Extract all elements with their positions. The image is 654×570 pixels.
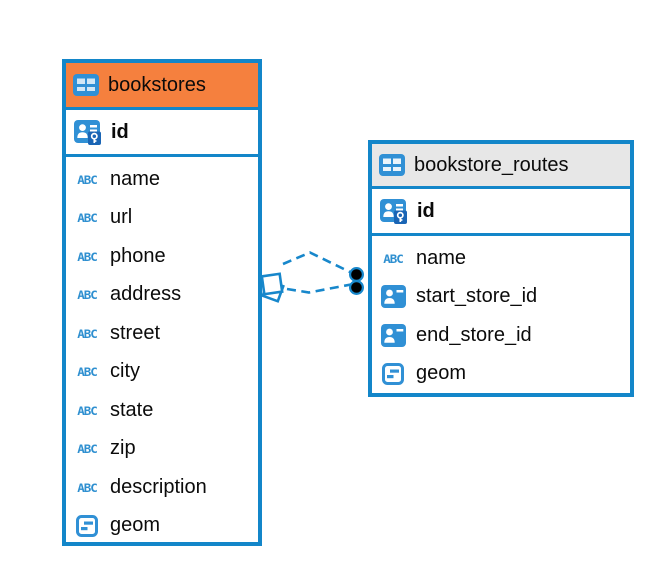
reference-type-icon	[378, 323, 408, 347]
column-row[interactable]: geom	[66, 507, 258, 546]
pk-row[interactable]: id	[372, 189, 630, 236]
text-type-icon: ABC	[77, 364, 98, 379]
endpoint-dot-upper	[349, 267, 365, 283]
column-row[interactable]: ABC description	[66, 468, 258, 507]
column-label: address	[110, 283, 182, 306]
table-icon	[73, 74, 99, 96]
column-row[interactable]: ABC name	[66, 160, 258, 199]
column-row[interactable]: ABC zip	[66, 430, 258, 469]
table-icon	[379, 154, 405, 176]
table-bookstores[interactable]: bookstores id ABC na	[62, 59, 262, 546]
column-row[interactable]: ABC phone	[66, 237, 258, 276]
table-bookstores-header[interactable]: bookstores	[66, 63, 258, 110]
column-label: name	[110, 167, 161, 190]
relationship-endpoint-dots[interactable]	[349, 267, 365, 296]
column-label: zip	[110, 437, 136, 460]
columns-list: ABC name ABC url ABC phone ABC address A…	[66, 157, 258, 545]
text-type-icon: ABC	[77, 210, 98, 225]
text-type-icon: ABC	[77, 480, 98, 495]
relationship-line-upper	[282, 251, 353, 275]
endpoint-dot-lower	[349, 280, 365, 296]
column-row[interactable]: start_store_id	[372, 278, 630, 317]
primary-key-icon	[72, 119, 102, 145]
table-bookstore-routes-header[interactable]: bookstore_routes	[372, 144, 630, 189]
column-row[interactable]: ABC address	[66, 276, 258, 315]
relationship-source-marker[interactable]	[260, 272, 285, 303]
reference-type-icon	[378, 285, 408, 309]
column-label: start_store_id	[416, 285, 538, 308]
text-type-icon: ABC	[383, 251, 404, 266]
relationship-line-lower	[286, 283, 352, 294]
column-label: geom	[416, 362, 467, 385]
table-bookstore-routes[interactable]: bookstore_routes id ABC	[368, 140, 634, 397]
column-label: url	[110, 206, 133, 229]
primary-key-icon	[378, 198, 408, 224]
text-type-icon: ABC	[77, 403, 98, 418]
column-label: city	[110, 360, 140, 383]
text-type-icon: ABC	[77, 172, 98, 187]
column-label: description	[110, 475, 207, 498]
column-row[interactable]: ABC state	[66, 391, 258, 430]
text-type-icon: ABC	[77, 326, 98, 341]
table-title: bookstore_routes	[414, 153, 569, 176]
column-label: geom	[110, 514, 161, 537]
text-type-icon: ABC	[77, 249, 98, 264]
geometry-type-icon	[72, 514, 102, 537]
pk-label: id	[111, 120, 129, 143]
column-row[interactable]: ABC name	[372, 239, 630, 278]
pk-label: id	[417, 199, 435, 222]
text-type-icon: ABC	[77, 441, 98, 456]
column-label: street	[110, 321, 161, 344]
text-type-icon: ABC	[77, 287, 98, 302]
column-label: phone	[110, 244, 166, 267]
column-label: state	[110, 398, 154, 421]
columns-list: ABC name start_store_id	[372, 236, 630, 396]
column-row[interactable]: ABC city	[66, 353, 258, 392]
column-row[interactable]: ABC street	[66, 314, 258, 353]
column-label: end_store_id	[416, 323, 532, 346]
geometry-type-icon	[378, 362, 408, 385]
column-row[interactable]: end_store_id	[372, 316, 630, 355]
column-row[interactable]: ABC url	[66, 199, 258, 238]
column-label: name	[416, 246, 467, 269]
pk-row[interactable]: id	[66, 110, 258, 157]
relationship-edge[interactable]	[282, 251, 353, 294]
column-row[interactable]: geom	[372, 355, 630, 394]
table-title: bookstores	[108, 73, 206, 96]
